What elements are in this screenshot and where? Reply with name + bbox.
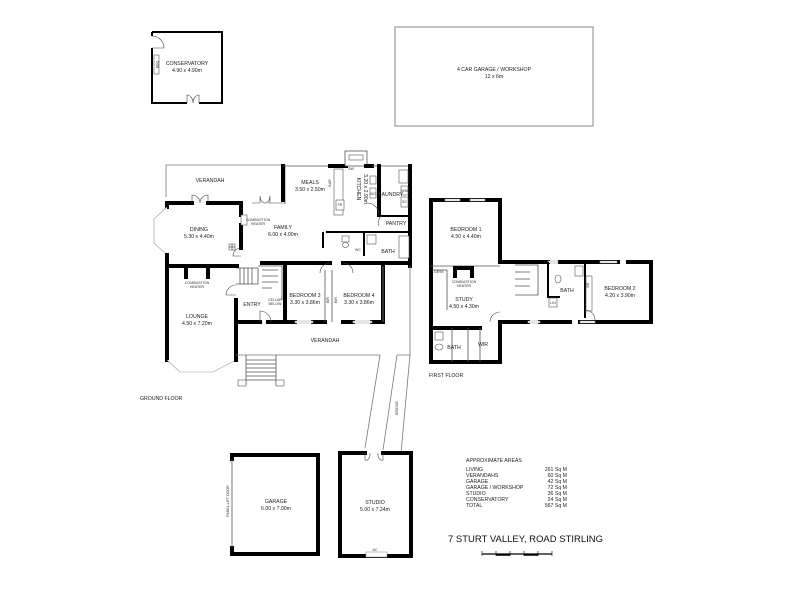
wm-label: WM xyxy=(401,189,407,193)
family-name: FAMILY xyxy=(274,225,293,231)
ac-label: AC xyxy=(373,548,378,552)
lin-label: LIN xyxy=(550,301,556,305)
garage-workshop: 4 CAR GARAGE / WORKSHOP 12 x 6m xyxy=(394,26,594,127)
meals-size: 3.50 x 2.50m xyxy=(295,187,325,193)
conservatory-size: 4.90 x 4.90m xyxy=(172,68,202,74)
areas-label-3: GARAGE / WORKSHOP xyxy=(466,485,524,491)
cellar-line1: CELLAR xyxy=(268,298,282,302)
bridge-label: BRIDGE xyxy=(395,401,399,415)
cellar-line2: BELOW xyxy=(269,302,283,306)
study-heater-line2: HEATER xyxy=(457,284,472,288)
study-size: 4.50 x 4.30m xyxy=(449,304,479,310)
studio-name: STUDIO xyxy=(365,500,385,506)
areas-label-0: LIVING xyxy=(466,467,483,473)
desk-label: DESK xyxy=(434,270,444,274)
garage: PANEL LIFT DOOR GARAGE 6.00 x 7.00m xyxy=(226,453,320,556)
study-name: STUDY xyxy=(455,297,473,303)
lounge-name: LOUNGE xyxy=(186,314,208,320)
areas-value-0: 261 Sq M xyxy=(545,467,567,473)
bedroom1-size: 4.50 x 4.40m xyxy=(451,234,481,240)
areas-label-2: GARAGE xyxy=(466,479,489,485)
garage-workshop-name: 4 CAR GARAGE / WORKSHOP xyxy=(457,67,532,73)
areas-value-1: 60 Sq M xyxy=(548,473,567,479)
ground-floor: VERANDAH DINING 5.30 x 4.40m COMBUSTION … xyxy=(140,150,412,454)
bedroom4-size: 3.30 x 3.86m xyxy=(344,300,374,306)
areas-title: APPROXIMATE AREAS xyxy=(466,458,522,464)
bedroom2-size: 4.20 x 3.90m xyxy=(605,293,635,299)
studio: AC STUDIO 5.00 x 7.24m xyxy=(338,451,413,558)
garage-size: 6.00 x 7.00m xyxy=(261,506,291,512)
family-heater-line1: COMBUSTION xyxy=(246,218,271,222)
areas-value-2: 42 Sq M xyxy=(548,479,567,485)
dining-size: 5.30 x 4.40m xyxy=(184,234,214,240)
bedroom3-size: 3.30 x 3.86m xyxy=(290,300,320,306)
lounge-size: 4.50 x 7.20m xyxy=(182,321,212,327)
studio-size: 5.00 x 7.24m xyxy=(360,507,390,513)
areas-label-5: CONSERVATORY xyxy=(466,497,509,503)
verandah-top-label: VERANDAH xyxy=(196,178,225,184)
bath-first-b-label: BATH xyxy=(560,288,574,294)
wo-label: WO xyxy=(370,192,376,196)
areas-label-4: STUDIO xyxy=(466,491,486,497)
areas-value-5: 24 Sq M xyxy=(548,497,567,503)
scale-bar xyxy=(481,551,553,556)
bir-b4-label: BIR xyxy=(334,297,338,303)
entry-label: ENTRY xyxy=(243,302,261,308)
family-size: 6.00 x 4.00m xyxy=(268,232,298,238)
garage-name: GARAGE xyxy=(265,499,288,505)
bedroom4-name: BEDROOM 4 xyxy=(343,293,374,299)
kitchen-size: 3.20 x 2.90m xyxy=(362,174,368,204)
bath-ground-label: BATH xyxy=(381,249,395,255)
bath-first-a-label: BATH xyxy=(447,345,461,351)
fr-label: FR xyxy=(338,203,343,207)
bedroom3-name: BEDROOM 3 xyxy=(289,293,320,299)
bir-b3-label: BIR xyxy=(326,297,330,303)
garage-workshop-size: 12 x 6m xyxy=(485,74,503,80)
lounge-heater-line1: COMBUSTION xyxy=(185,281,210,285)
br-label: BR xyxy=(586,282,590,287)
study-heater-line1: COMBUSTION xyxy=(452,280,477,284)
property-address: 7 STURT VALLEY, ROAD STIRLING xyxy=(448,534,603,545)
areas-value-4: 36 Sq M xyxy=(548,491,567,497)
bedroom1-name: BEDROOM 1 xyxy=(450,227,481,233)
dining-name: DINING xyxy=(190,227,208,233)
laundry-label: LAUNDRY xyxy=(379,192,404,198)
first-floor-label: FIRST FLOOR xyxy=(429,373,463,379)
wir-label: WIR xyxy=(478,342,488,348)
areas-label-1: VERANDAHS xyxy=(466,473,499,479)
lounge-heater-line2: HEATER xyxy=(190,285,205,289)
meals-name: MEALS xyxy=(301,180,319,186)
kitchen-name: KITCHEN xyxy=(355,178,361,201)
verandah-bottom-label: VERANDAH xyxy=(311,338,340,344)
areas-value-3: 72 Sq M xyxy=(548,485,567,491)
pantry-label: PANTRY xyxy=(386,221,407,227)
wc-label: WC xyxy=(355,248,361,252)
first-floor: BEDROOM 1 4.50 x 4.40m DESK COMBUSTION H… xyxy=(429,198,653,379)
areas-label-6: TOTAL xyxy=(466,503,482,509)
sw-label: SW xyxy=(348,167,354,171)
panel-lift-door-label: PANEL LIFT DOOR xyxy=(226,485,230,517)
bedroom2-name: BEDROOM 2 xyxy=(604,286,635,292)
conservatory: BBQ CONSERVATORY 4.90 x 4.90m xyxy=(151,31,223,104)
conservatory-name: CONSERVATORY xyxy=(166,61,209,67)
bar-label: BAR xyxy=(328,179,332,187)
areas-table: APPROXIMATE AREAS LIVING 261 Sq M VERAND… xyxy=(466,458,567,509)
ground-floor-label: GROUND FLOOR xyxy=(140,396,183,402)
areas-value-6: 567 Sq M xyxy=(545,503,567,509)
bbq-label: BBQ xyxy=(156,61,160,69)
family-heater-line2: HEATER xyxy=(251,222,266,226)
sc-label: SC xyxy=(402,200,407,204)
